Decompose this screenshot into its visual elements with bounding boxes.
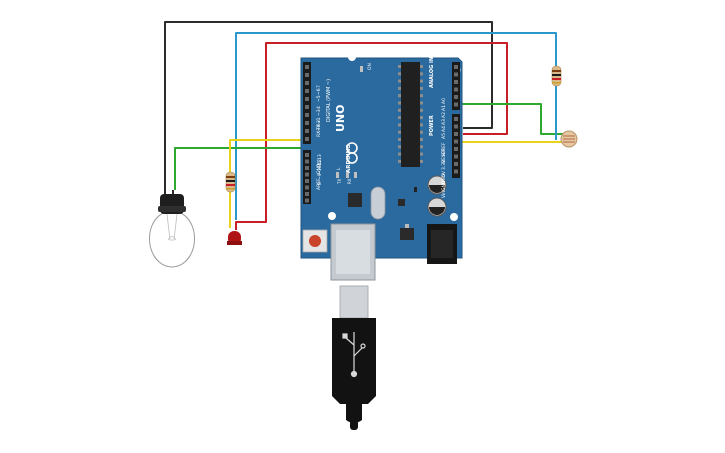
aref-label: AREF	[316, 178, 322, 190]
power-pin-label: 3.3V	[441, 159, 447, 170]
analog-pin-label: A1	[441, 105, 447, 111]
digital-header-bottom	[303, 150, 311, 204]
analog-pin-label: A4	[441, 126, 447, 132]
board-model-label: UNO	[334, 105, 347, 133]
digital-pin-label: ~3	[316, 109, 322, 116]
voltage-regulator	[400, 228, 414, 240]
digital-pin-dots	[305, 65, 309, 203]
small-chip	[348, 193, 362, 207]
mount-hole	[450, 213, 458, 221]
digital-header-top	[303, 62, 311, 144]
analog-label: ANALOG IN	[429, 57, 435, 88]
digital-pin-label: 7	[316, 85, 322, 88]
right-pin-dots	[454, 65, 458, 174]
digital-pin-label: ~10	[317, 165, 323, 175]
board-brand-label: ARDUINO	[346, 144, 352, 173]
digital-pin-label: TX→1	[316, 117, 322, 131]
digital-label: DIGITAL (PWM ~)	[326, 79, 332, 122]
crystal	[370, 186, 386, 220]
arduino-uno-board[interactable]: UNO ARDUINO DIGITAL (PWM ~) ON POWER ANA…	[300, 53, 463, 281]
power-pin-label: 5V	[441, 170, 447, 177]
power-label: POWER	[429, 115, 435, 136]
analog-header	[452, 62, 460, 110]
power-pin-label: RESET	[441, 148, 447, 163]
green-wire-right[interactable]	[461, 103, 563, 135]
gnd-label: GND	[316, 163, 322, 174]
digital-pin-label: ~5	[316, 95, 322, 102]
power-pin-label: GND	[441, 180, 447, 191]
on-label: ON	[367, 63, 373, 70]
yellow-wire-left[interactable]	[229, 139, 308, 228]
analog-pin-label: A3	[441, 119, 447, 125]
analog-pin-label: A5	[441, 133, 447, 139]
digital-pin-label: ~9	[317, 173, 323, 180]
red-wire[interactable]	[235, 42, 508, 230]
power-pin-label: GND	[441, 173, 447, 184]
digital-pin-label: ~11	[317, 160, 323, 170]
tx-label: TX	[337, 179, 342, 185]
digital-pin-label: 4	[316, 106, 322, 109]
analog-pin-label: A0	[441, 98, 447, 104]
green-wire-left[interactable]	[174, 147, 308, 190]
digital-pin-label: 12	[317, 159, 323, 165]
l-label: L	[336, 167, 341, 170]
power-header	[452, 114, 460, 178]
mount-hole	[348, 53, 356, 61]
digital-pin-label: 8	[317, 182, 323, 185]
photoresistor[interactable]	[560, 130, 578, 148]
digital-pin-label: 13	[317, 154, 323, 160]
resistor-top[interactable]	[551, 65, 562, 87]
digital-pin-label: RX←0	[316, 124, 322, 137]
power-pin-label: IOREF	[441, 142, 447, 156]
usb-cable[interactable]	[332, 285, 376, 430]
resistor-left[interactable]	[225, 171, 236, 193]
wires	[164, 21, 565, 230]
reset-button-cap[interactable]	[309, 235, 321, 247]
blue-wire[interactable]	[235, 32, 557, 220]
usb-icon	[342, 332, 366, 378]
mount-hole	[328, 212, 336, 220]
analog-pin-label: A2	[441, 112, 447, 118]
arduino-logo	[346, 142, 358, 164]
power-pin-label: Vin	[441, 191, 447, 198]
red-led[interactable]	[227, 231, 242, 245]
light-bulb[interactable]	[149, 194, 195, 268]
digital-pin-label: 2	[316, 120, 322, 123]
rx-label: RX	[347, 178, 352, 184]
digital-pin-label: ~6	[316, 88, 322, 95]
atmega-chip	[401, 62, 420, 167]
